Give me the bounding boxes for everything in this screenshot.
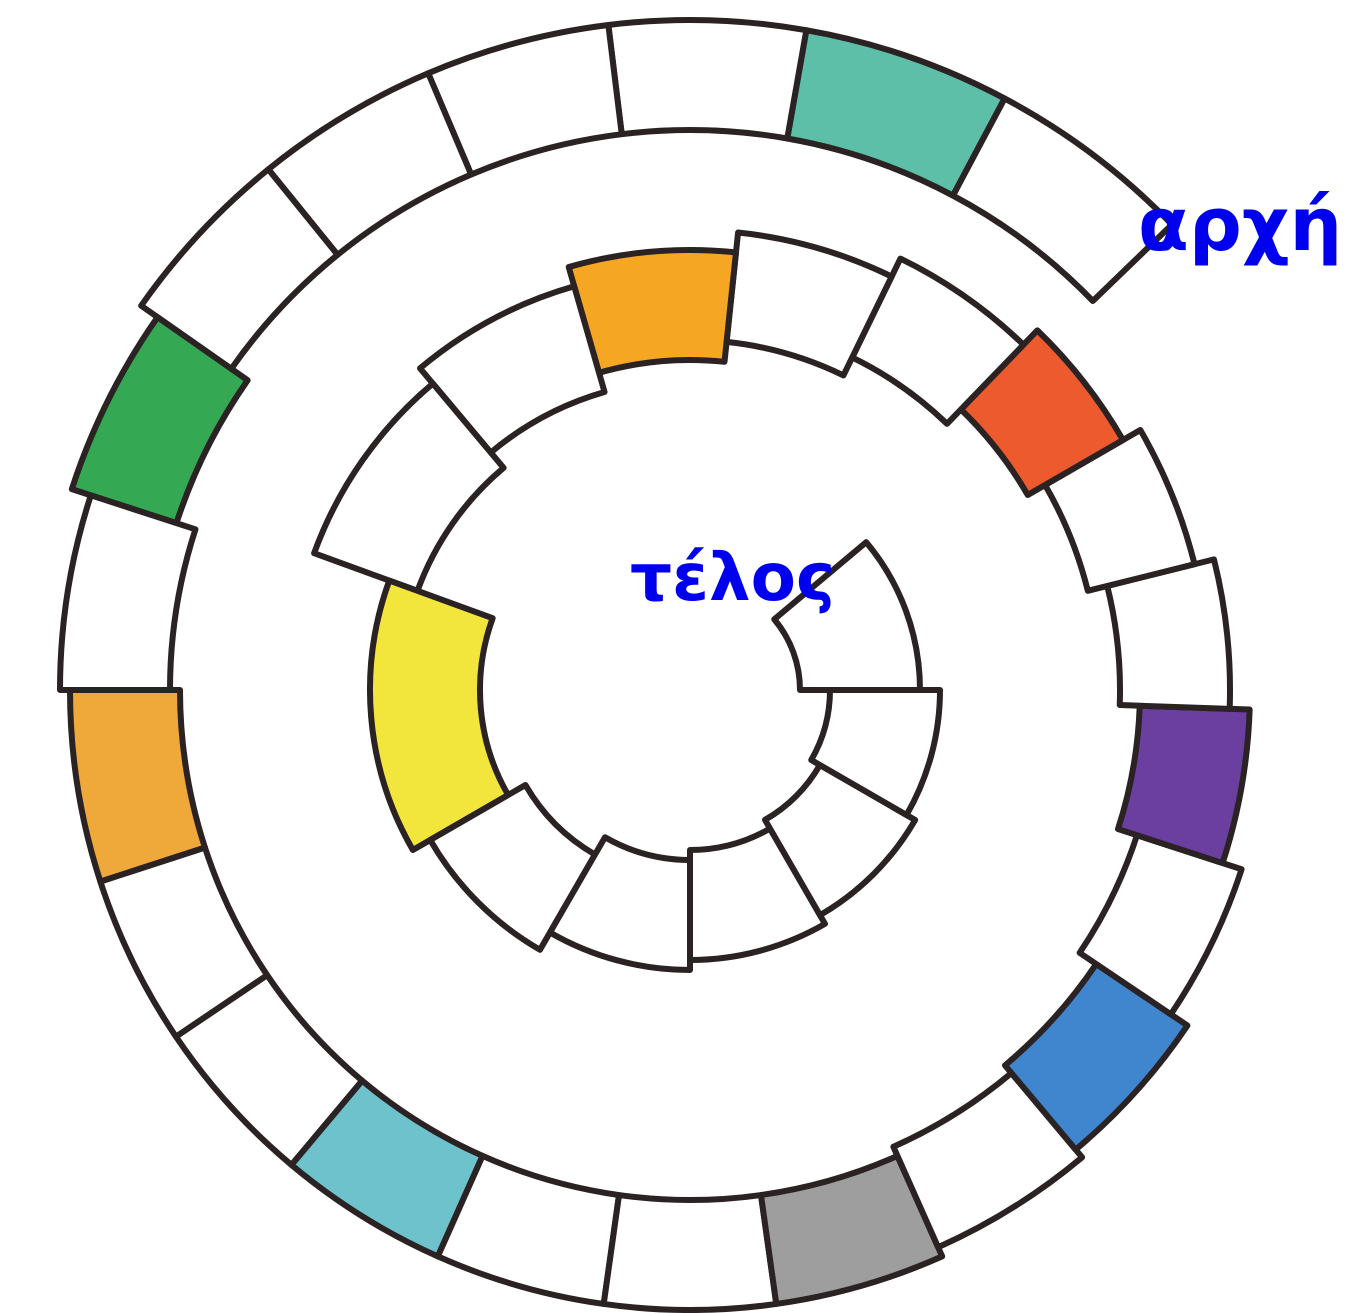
board-square-8 (60, 495, 195, 690)
end-label: τέλος (630, 545, 835, 611)
board-square-14 (604, 1195, 777, 1310)
start-label: αρχή (1138, 188, 1342, 262)
board-square-3 (608, 20, 806, 139)
